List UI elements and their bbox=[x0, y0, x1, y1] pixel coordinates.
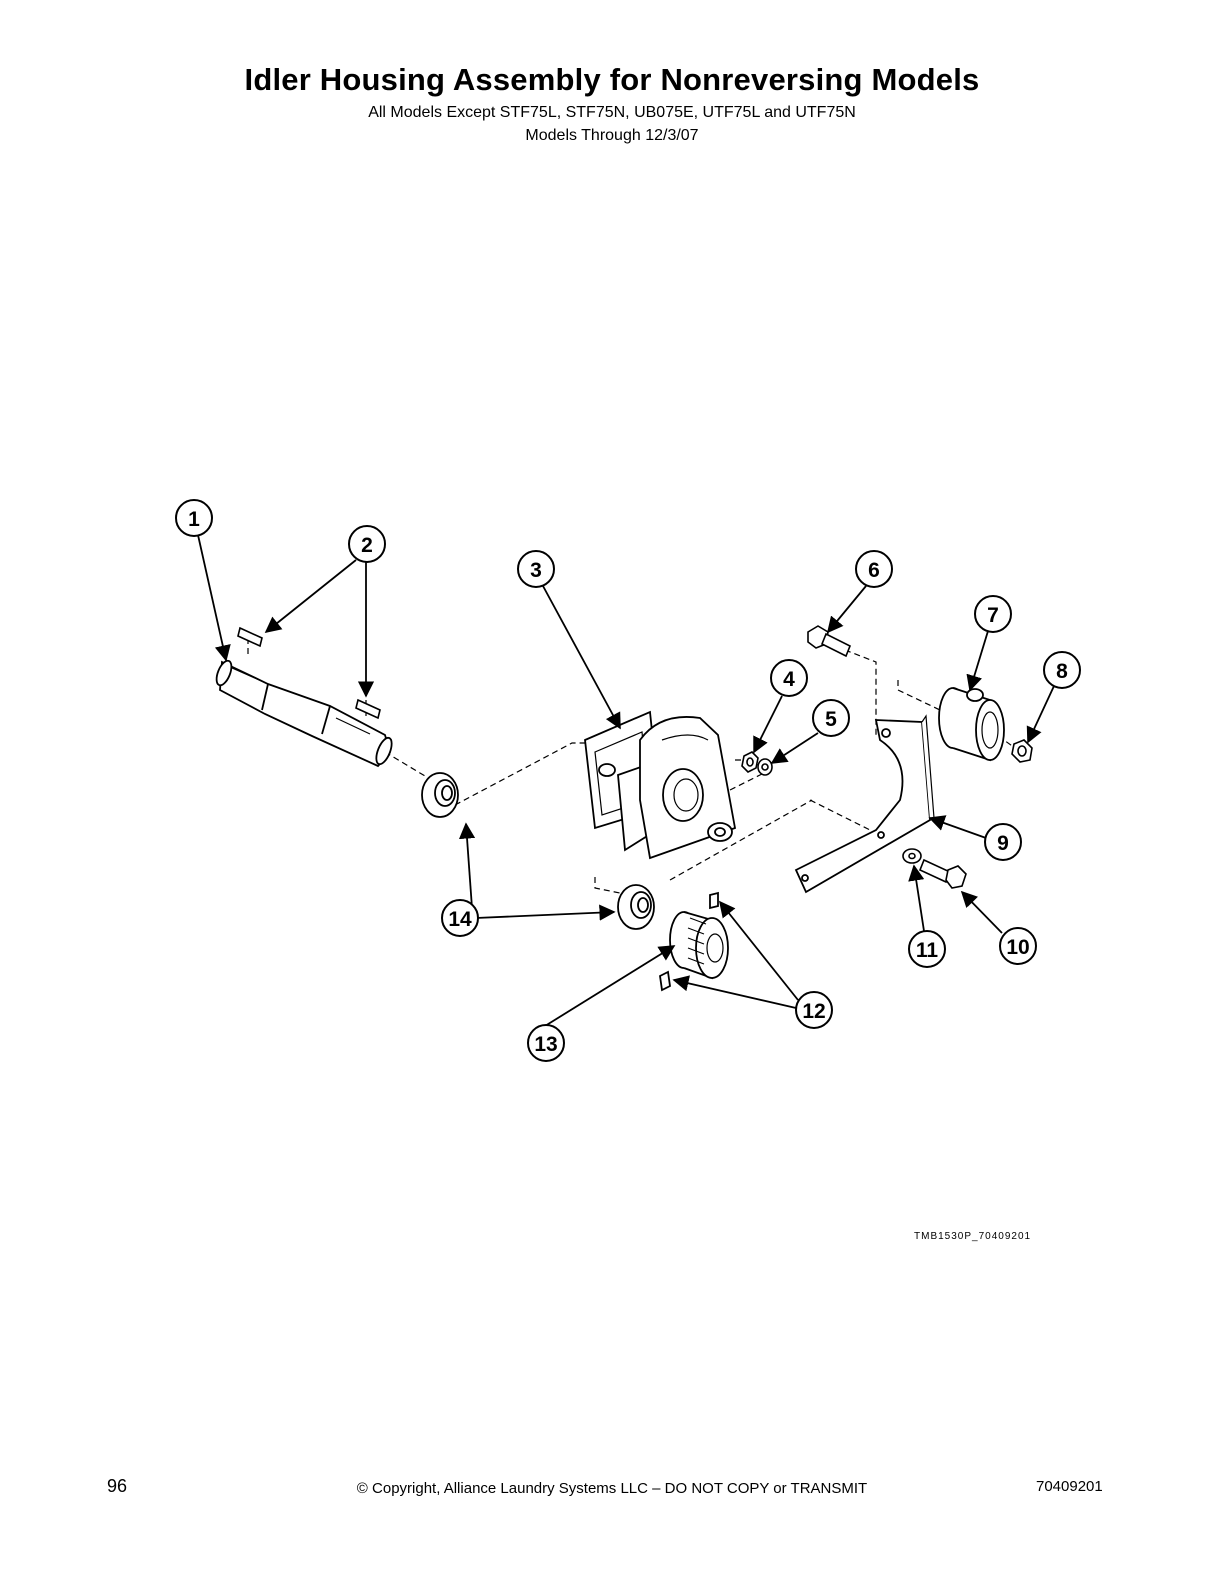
callout-circle-10 bbox=[999, 927, 1037, 965]
callout-circle-5 bbox=[812, 699, 850, 737]
bolt-part bbox=[807, 625, 852, 658]
idler-pulley-part bbox=[938, 687, 1005, 762]
page-title: Idler Housing Assembly for Nonreversing … bbox=[244, 62, 980, 97]
bearing-parts bbox=[421, 772, 655, 930]
callout-circle-6 bbox=[855, 550, 893, 588]
key-parts bbox=[237, 626, 381, 720]
callout-2: 2 bbox=[361, 534, 373, 557]
callout-circle-11 bbox=[908, 930, 946, 968]
callout-circles bbox=[175, 499, 1081, 1062]
callout-14: 14 bbox=[448, 908, 472, 931]
page-number: 96 bbox=[107, 1476, 128, 1496]
lock-nut-part bbox=[1011, 739, 1033, 763]
date-subtitle: Models Through 12/3/07 bbox=[525, 127, 699, 144]
callout-circle-9 bbox=[984, 823, 1022, 861]
callout-circle-2 bbox=[348, 525, 386, 563]
callout-circle-14 bbox=[441, 899, 479, 937]
callout-1: 1 bbox=[188, 508, 200, 531]
callout-12: 12 bbox=[802, 1000, 825, 1023]
callout-circle-12 bbox=[795, 991, 833, 1029]
callout-9: 9 bbox=[997, 832, 1009, 855]
callout-10: 10 bbox=[1006, 936, 1029, 959]
callout-13: 13 bbox=[534, 1033, 557, 1056]
drive-pulley-part bbox=[659, 891, 729, 992]
callout-circle-4 bbox=[770, 659, 808, 697]
callout-circle-7 bbox=[974, 595, 1012, 633]
nut-washer-parts bbox=[741, 751, 773, 776]
callout-8: 8 bbox=[1056, 660, 1068, 683]
idler-housing-part bbox=[584, 710, 737, 860]
models-subtitle: All Models Except STF75L, STF75N, UB075E… bbox=[368, 104, 856, 121]
callout-11: 11 bbox=[916, 939, 939, 962]
callout-6: 6 bbox=[868, 559, 880, 582]
callout-circle-8 bbox=[1043, 651, 1081, 689]
callout-numbers: 1 2 3 4 5 6 7 8 9 10 11 12 13 14 bbox=[188, 508, 1068, 1056]
callout-5: 5 bbox=[825, 708, 837, 731]
leader-arrows bbox=[197, 534, 1055, 1027]
copyright-notice: © Copyright, Alliance Laundry Systems LL… bbox=[356, 1480, 868, 1497]
callout-7: 7 bbox=[987, 604, 999, 627]
document-number: 70409201 bbox=[1036, 1478, 1103, 1495]
screw-washer-parts bbox=[902, 848, 967, 889]
drawing-code: TMB1530P_70409201 bbox=[914, 1231, 1032, 1242]
callout-circle-3 bbox=[517, 550, 555, 588]
callout-4: 4 bbox=[783, 668, 795, 691]
bracket-part bbox=[794, 714, 935, 894]
shaft-part bbox=[215, 659, 393, 768]
callout-circle-1 bbox=[175, 499, 213, 537]
callout-circle-13 bbox=[527, 1024, 565, 1062]
callout-3: 3 bbox=[530, 559, 542, 582]
